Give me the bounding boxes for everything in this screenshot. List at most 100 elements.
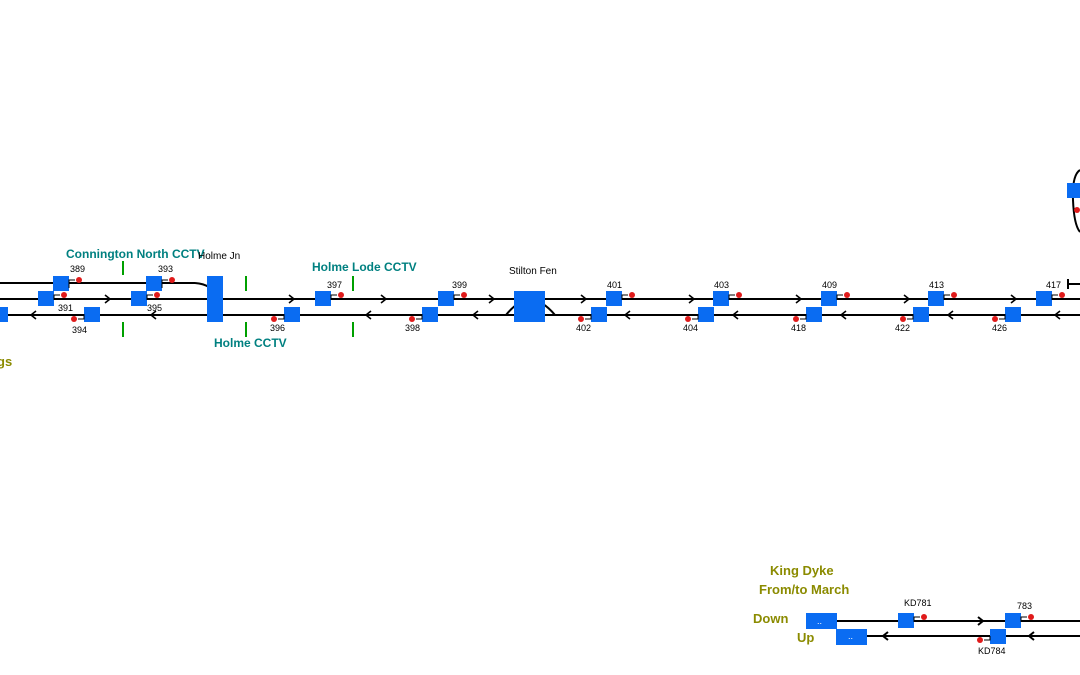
signal-label-398: 398 (405, 323, 420, 333)
signal-413[interactable] (943, 292, 957, 300)
signal-label-402: 402 (576, 323, 591, 333)
berth[interactable] (84, 307, 100, 322)
berth[interactable] (131, 291, 147, 306)
track-edge-loop (1071, 169, 1080, 233)
arrow-left (623, 310, 631, 320)
arrow-right (795, 294, 803, 304)
signal-402[interactable] (578, 314, 592, 322)
signal-418[interactable] (793, 314, 807, 322)
berth[interactable] (898, 613, 914, 628)
signal-397[interactable] (330, 292, 344, 300)
arrow-left (1053, 310, 1061, 320)
berth[interactable] (1036, 291, 1052, 306)
cctv-label-holme-lode: Holme Lode CCTV (312, 260, 417, 274)
arrow-left (946, 310, 954, 320)
berth[interactable] (821, 291, 837, 306)
berth[interactable] (284, 307, 300, 322)
signal-398[interactable] (409, 314, 423, 322)
signals (53, 207, 1080, 322)
berth[interactable] (422, 307, 438, 322)
signal-404[interactable] (685, 314, 699, 322)
arrow-right (1010, 294, 1018, 304)
signal-label-396: 396 (270, 323, 285, 333)
signal-label-418: 418 (791, 323, 806, 333)
arrow-right (488, 294, 496, 304)
arrow-right (104, 294, 112, 304)
berth[interactable] (146, 276, 162, 291)
arrow-right (977, 616, 985, 626)
signal-396[interactable] (271, 314, 285, 322)
berth-kd-up-entry[interactable] (836, 629, 867, 645)
berth[interactable] (438, 291, 454, 306)
berth[interactable] (591, 307, 607, 322)
berth[interactable] (1005, 613, 1021, 628)
signal-393[interactable] (161, 277, 175, 288)
berth[interactable] (0, 307, 8, 322)
berth-kd-down-entry[interactable] (806, 613, 837, 629)
berths (0, 183, 1080, 322)
signal-426[interactable] (992, 314, 1006, 322)
signal-395[interactable] (146, 292, 160, 300)
berth[interactable] (990, 629, 1006, 644)
signal-783[interactable] (1020, 614, 1034, 622)
location-stilton-fen: Stilton Fen (509, 266, 557, 277)
berth[interactable] (806, 307, 822, 322)
arrow-left (881, 631, 889, 641)
signal-399[interactable] (453, 292, 467, 300)
king-dyke-tracks (836, 616, 1080, 641)
arrow-left (149, 310, 157, 320)
edge-area-label: gs (0, 354, 12, 369)
signal-389[interactable] (68, 277, 82, 288)
berth[interactable] (606, 291, 622, 306)
berth[interactable] (38, 291, 54, 306)
berth-kd-down-text: .. (817, 616, 822, 626)
berth-holme-jn[interactable] (207, 276, 223, 322)
signal-label-397: 397 (327, 280, 342, 290)
signal-label-783: 783 (1017, 601, 1032, 611)
signal-kd781[interactable] (913, 614, 927, 622)
signal-label-391: 391 (58, 303, 73, 313)
labels: Connington North CCTV Holme Jn Holme Lod… (0, 247, 1061, 369)
signal-401[interactable] (621, 292, 635, 300)
location-holme-jn: Holme Jn (198, 251, 240, 262)
berth-stilton-fen[interactable] (514, 291, 545, 322)
signal-417[interactable] (1051, 292, 1065, 300)
signal-label-389: 389 (70, 264, 85, 274)
arrow-right (688, 294, 696, 304)
berth-kd-up-text: .. (848, 631, 853, 641)
signal-label-413: 413 (929, 280, 944, 290)
cctv-label-connington-north: Connington North CCTV (66, 247, 205, 261)
berth[interactable] (315, 291, 331, 306)
berth[interactable] (1005, 307, 1021, 322)
signal-422[interactable] (900, 314, 914, 322)
king-dyke-down-label: Down (753, 611, 788, 626)
cctv-label-holme: Holme CCTV (214, 336, 287, 350)
arrow-left (839, 310, 847, 320)
signal-409[interactable] (836, 292, 850, 300)
berth[interactable] (913, 307, 929, 322)
king-dyke-subtitle: From/to March (759, 582, 849, 597)
berth[interactable] (698, 307, 714, 322)
arrow-left (731, 310, 739, 320)
king-dyke-title: King Dyke (770, 563, 834, 578)
king-dyke-section: King Dyke From/to March Down Up .. .. KD… (753, 563, 1080, 656)
berth[interactable] (928, 291, 944, 306)
berth[interactable] (1067, 183, 1080, 198)
signal-391[interactable] (53, 292, 67, 300)
signal-edge[interactable] (1074, 207, 1080, 213)
signal-394[interactable] (71, 314, 85, 322)
signal-label-409: 409 (822, 280, 837, 290)
signal-403[interactable] (728, 292, 742, 300)
king-dyke-up-label: Up (797, 630, 814, 645)
signal-label-403: 403 (714, 280, 729, 290)
signal-label-399: 399 (452, 280, 467, 290)
signal-label-393: 393 (158, 264, 173, 274)
signal-label-394: 394 (72, 325, 87, 335)
cctv-markers (122, 261, 354, 337)
berth[interactable] (713, 291, 729, 306)
arrow-right (580, 294, 588, 304)
signal-kd784[interactable] (977, 636, 991, 643)
signal-label-426: 426 (992, 323, 1007, 333)
berth[interactable] (53, 276, 69, 291)
